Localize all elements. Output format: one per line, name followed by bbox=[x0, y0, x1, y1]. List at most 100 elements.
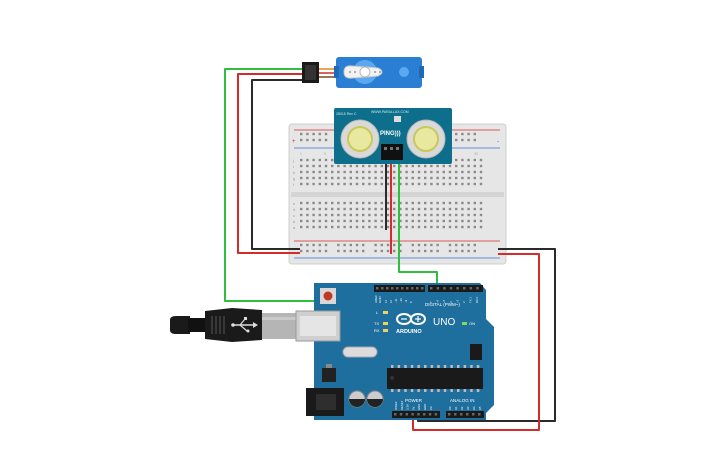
breadboard-hole bbox=[300, 164, 303, 168]
breadboard-hole bbox=[331, 225, 334, 229]
breadboard-hole bbox=[455, 182, 458, 186]
breadboard-hole bbox=[349, 176, 352, 180]
header-pin bbox=[411, 413, 414, 416]
sensor-transducer-left-inner bbox=[347, 126, 373, 152]
breadboard-hole bbox=[461, 182, 464, 186]
rail-hole bbox=[455, 243, 458, 247]
breadboard-hole bbox=[399, 170, 402, 174]
digital-header-left[interactable] bbox=[374, 285, 425, 292]
rail-hole bbox=[355, 249, 359, 253]
red-wire-5v-to-arduino[interactable] bbox=[412, 253, 540, 431]
breadboard-hole bbox=[349, 213, 352, 217]
pin-label: 2 bbox=[462, 301, 466, 303]
breadboard-hole bbox=[318, 182, 321, 186]
breadboard-hole bbox=[312, 164, 315, 168]
rail-hole bbox=[461, 243, 464, 247]
header-pin bbox=[405, 413, 409, 416]
breadboard-hole bbox=[386, 164, 390, 168]
breadboard-hole bbox=[417, 219, 421, 223]
servo-motor[interactable] bbox=[302, 57, 424, 88]
header-pin bbox=[428, 413, 432, 416]
rail-hole bbox=[318, 243, 321, 247]
rail-minus-label: - bbox=[497, 139, 499, 145]
usb-cable[interactable] bbox=[170, 308, 296, 342]
breadboard-hole bbox=[374, 207, 377, 211]
sensor-transducer-right-inner bbox=[413, 126, 439, 152]
breadboard-hole bbox=[393, 213, 396, 217]
arduino-uno[interactable]: L TX RX ON ARDUINO UNO DIGITAL (PWM~) PO… bbox=[295, 283, 494, 420]
reset-button[interactable] bbox=[323, 291, 333, 301]
breadboard-hole bbox=[306, 164, 309, 168]
breadboard-hole bbox=[405, 182, 408, 186]
chip-leg bbox=[443, 389, 447, 392]
rail-hole bbox=[312, 132, 315, 136]
breadboard-hole bbox=[479, 207, 483, 211]
breadboard-hole bbox=[362, 182, 365, 186]
red-wire-servo-power[interactable] bbox=[237, 73, 303, 254]
breadboard-hole bbox=[417, 170, 421, 174]
breadboard-hole bbox=[368, 201, 371, 205]
breadboard-hole bbox=[467, 182, 470, 186]
servo-connector-inner bbox=[305, 65, 316, 80]
header-pin bbox=[448, 413, 451, 416]
arduino-infinity-icon bbox=[396, 313, 426, 325]
pin-label: 5V bbox=[411, 406, 415, 410]
breadboard-hole bbox=[448, 201, 452, 205]
digital-header-right[interactable] bbox=[428, 285, 483, 292]
tx-led bbox=[383, 322, 388, 325]
rail-hole bbox=[430, 249, 433, 253]
header-pins bbox=[376, 287, 481, 416]
power-header[interactable] bbox=[392, 411, 440, 418]
breadboard-hole bbox=[448, 213, 452, 217]
servo-mount-right bbox=[419, 66, 424, 78]
breadboard-hole bbox=[368, 176, 371, 180]
breadboard-hole bbox=[337, 219, 340, 223]
sensor-pin-gnd[interactable] bbox=[384, 147, 387, 150]
usb-plug-metal bbox=[262, 313, 296, 339]
breadboard-hole bbox=[455, 176, 458, 180]
header-pin bbox=[399, 413, 403, 416]
breadboard-hole bbox=[442, 182, 445, 186]
breadboard-hole bbox=[374, 176, 377, 180]
sensor-pin-5v[interactable] bbox=[390, 147, 393, 150]
breadboard-hole bbox=[380, 207, 383, 211]
chip-leg bbox=[437, 389, 440, 392]
sensor-pin-sig[interactable] bbox=[396, 147, 399, 150]
breadboard-hole bbox=[473, 182, 476, 186]
breadboard-center-channel bbox=[291, 192, 504, 197]
breadboard-hole bbox=[399, 213, 402, 217]
breadboard-hole bbox=[473, 170, 476, 174]
rail-hole bbox=[318, 132, 321, 136]
analog-header[interactable] bbox=[446, 411, 484, 418]
green-wire-sensor-signal[interactable] bbox=[398, 160, 438, 288]
header-pin bbox=[469, 287, 473, 290]
pin-label: 8 bbox=[409, 301, 413, 303]
rail-hole bbox=[349, 249, 352, 253]
header-pin bbox=[434, 413, 438, 416]
gnd-label: GND bbox=[378, 296, 382, 304]
breadboard-hole bbox=[467, 170, 470, 174]
black-wire-servo-ground[interactable] bbox=[251, 79, 303, 250]
breadboard-hole bbox=[380, 213, 383, 217]
ping-ultrasonic-sensor[interactable]: 28015 Rev C WWW.PARALLAX.COM PING))) bbox=[334, 108, 452, 164]
breadboard-hole bbox=[411, 219, 414, 223]
breadboard-hole bbox=[300, 176, 303, 180]
breadboard-hole bbox=[324, 207, 328, 211]
header-pin bbox=[416, 287, 419, 290]
chip-leg bbox=[463, 365, 467, 368]
breadboard-hole bbox=[337, 225, 340, 229]
breadboard-hole bbox=[479, 201, 483, 205]
chip-leg bbox=[391, 389, 394, 392]
breadboard-hole bbox=[393, 176, 396, 180]
breadboard-hole bbox=[343, 219, 346, 223]
breadboard-hole bbox=[430, 164, 433, 168]
breadboard-hole bbox=[417, 164, 421, 168]
breadboard-hole bbox=[436, 170, 439, 174]
breadboard-hole bbox=[430, 170, 433, 174]
breadboard-hole bbox=[399, 225, 402, 229]
breadboard-hole bbox=[399, 164, 402, 168]
breadboard-hole bbox=[455, 164, 458, 168]
servo-horn-hole bbox=[374, 71, 376, 73]
